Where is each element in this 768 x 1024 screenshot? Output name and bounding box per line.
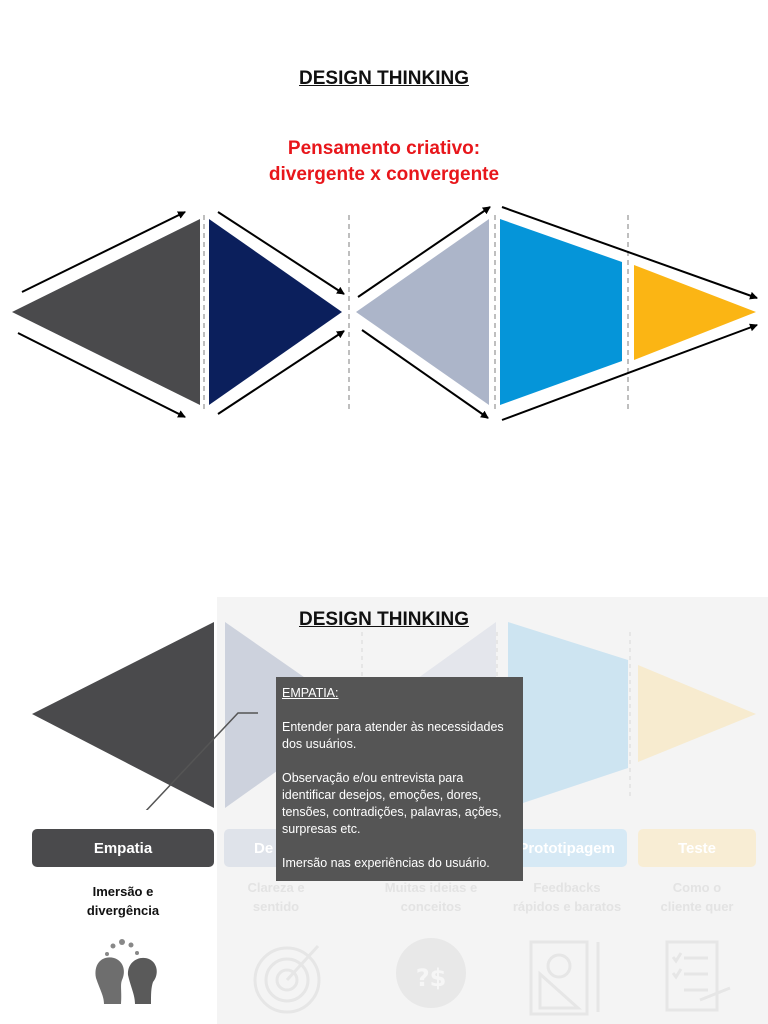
prototype-shape bbox=[500, 219, 622, 405]
callout-connector bbox=[145, 712, 258, 810]
arrow-line bbox=[357, 206, 491, 298]
prototipagem-shape bbox=[508, 622, 628, 808]
stage-empatia-button[interactable]: Empatia bbox=[32, 829, 214, 867]
checklist-icon bbox=[665, 940, 731, 1012]
popup-paragraph-2: Observação e/ou entrevista para identifi… bbox=[282, 771, 502, 836]
popup-heading: EMPATIA: bbox=[282, 686, 339, 700]
empatia-triangle bbox=[32, 622, 214, 808]
teste-triangle bbox=[638, 665, 756, 762]
popup-paragraph-1: Entender para atender às necessidades do… bbox=[282, 720, 504, 751]
blueprint-icon bbox=[529, 940, 600, 1016]
ideate-triangle bbox=[356, 219, 489, 405]
stage-icons: ?$ bbox=[95, 938, 731, 1016]
empatia-popup: EMPATIA: Entender para atender às necess… bbox=[276, 677, 523, 881]
slide1-subtitle-line2: divergente x convergente bbox=[268, 164, 500, 185]
target-icon bbox=[253, 944, 321, 1014]
define-triangle bbox=[209, 219, 342, 405]
heads-icon bbox=[95, 939, 157, 1004]
stage-prototipagem-button[interactable]: Prototipagem bbox=[507, 829, 627, 867]
arrow-line bbox=[501, 206, 758, 300]
arrow-line bbox=[217, 211, 345, 295]
slide1-title: DESIGN THINKING bbox=[299, 68, 469, 89]
slide1-subtitle-line1: Pensamento criativo: bbox=[287, 138, 481, 159]
discover-triangle bbox=[12, 219, 200, 405]
arrow-line bbox=[501, 323, 758, 421]
double-diamond-diagram bbox=[12, 206, 758, 421]
popup-paragraph-3: Imersão nas experiências do usuário. bbox=[282, 856, 490, 870]
stage-teste-button[interactable]: Teste bbox=[638, 829, 756, 867]
test-triangle bbox=[634, 265, 756, 360]
slide2-title: DESIGN THINKING bbox=[299, 609, 469, 630]
svg-text:?$: ?$ bbox=[416, 964, 447, 992]
arrow-line bbox=[361, 329, 489, 419]
arrow-line bbox=[17, 332, 186, 418]
arrow-line bbox=[21, 211, 186, 293]
arrow-line bbox=[217, 330, 345, 415]
idea-money-icon: ?$ bbox=[396, 938, 466, 1008]
